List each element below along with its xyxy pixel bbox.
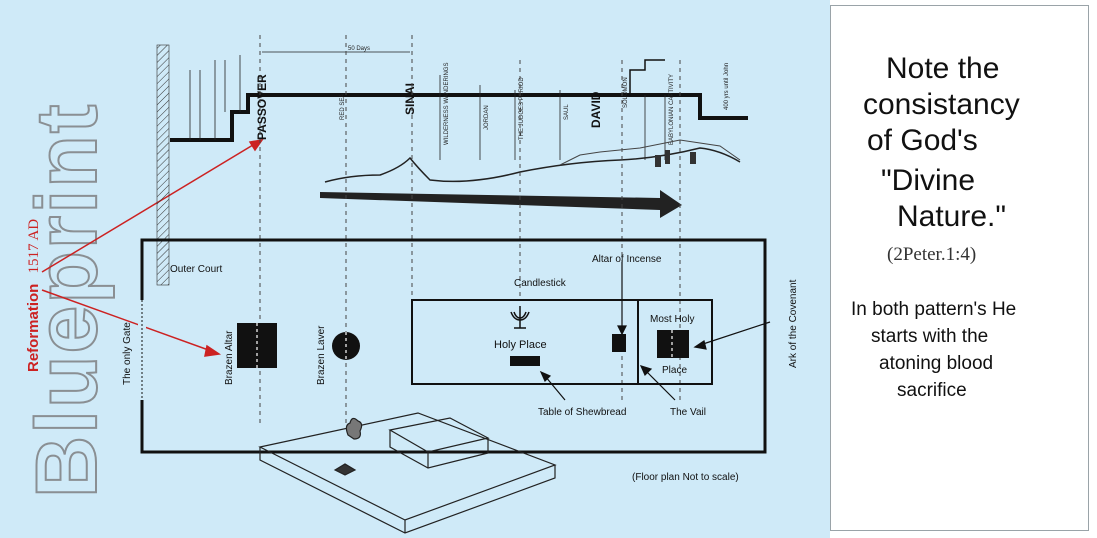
note-reference: (2Peter.1:4) — [887, 244, 977, 265]
shewbread-table-shape — [510, 356, 540, 366]
note-line-4: "Divine — [881, 164, 976, 197]
shewbread-label: Table of Shewbread — [538, 407, 626, 418]
note-body-2: starts with the — [871, 326, 989, 347]
timeline-jordan: JORDAN — [484, 105, 490, 130]
altar-incense-shape — [612, 334, 626, 352]
duration-label: 50 Days — [348, 46, 370, 52]
ark-shape — [657, 330, 689, 358]
ark-label: Ark of the Covenant — [788, 279, 799, 368]
timeline-wanderings: WILDERNESS WANDERINGS — [444, 63, 450, 145]
candlestick-icon — [510, 306, 530, 329]
note-body-3: atoning blood — [879, 353, 994, 374]
floor-plan: Outer Court Candlestick Holy Place Altar… — [122, 238, 799, 483]
blueprint-diagram: Blueprint Reformation 1517 AD — [0, 0, 830, 538]
note-line-2: consistancy — [863, 88, 1020, 121]
timeline-years: 400 yrs until John — [724, 63, 730, 110]
brazen-laver-label: Brazen Laver — [316, 325, 327, 385]
tabernacle-sketch — [258, 412, 557, 534]
holy-place-label: Holy Place — [494, 339, 547, 351]
vail-label: The Vail — [670, 407, 706, 418]
note-line-3: of God's — [867, 124, 978, 157]
outer-court-label: Outer Court — [170, 264, 222, 275]
timeline-saul: SAUL — [564, 104, 570, 120]
timeline-solomon: SOLOMON — [623, 77, 629, 108]
blueprint-title: Blueprint — [19, 103, 115, 498]
most-holy-place-label: Place — [662, 365, 687, 376]
scale-note: (Floor plan Not to scale) — [632, 472, 739, 483]
note-line-1: Note the — [886, 52, 1000, 85]
timeline-red-sea: RED SEA — [340, 94, 346, 120]
timeline-sinai: SINAI — [403, 83, 417, 115]
reformation-label: Reformation 1517 AD — [25, 219, 42, 372]
gate-label: The only Gate — [122, 322, 133, 385]
note-body-4: sacrifice — [897, 380, 967, 401]
altar-incense-label: Altar of Incense — [592, 254, 662, 265]
note-panel: Note the consistancy of God's "Divine Na… — [830, 5, 1089, 531]
note-body-1: In both pattern's He — [851, 299, 1017, 320]
timeline: 50 Days RED SEA WILDERNESS WANDERINGS JO… — [156, 44, 748, 286]
diagram-canvas: Blueprint Reformation 1517 AD — [18, 35, 799, 534]
reformation-year: 1517 AD — [26, 219, 42, 274]
note-line-5: Nature." — [897, 200, 1007, 233]
timeline-david: DAVID — [589, 91, 603, 128]
timeline-judges: THE JUDGES PERIOD — [519, 77, 525, 140]
reformation-word: Reformation — [25, 284, 42, 372]
timeline-passover: PASSOVER — [255, 74, 269, 140]
timeline-captivity: BABYLONIAN CAPTIVITY — [669, 74, 675, 145]
brazen-altar-label: Brazen Altar — [224, 330, 235, 385]
most-holy-label: Most Holy — [650, 314, 694, 325]
reformation-arrows — [41, 138, 264, 357]
candlestick-label: Candlestick — [514, 278, 567, 289]
